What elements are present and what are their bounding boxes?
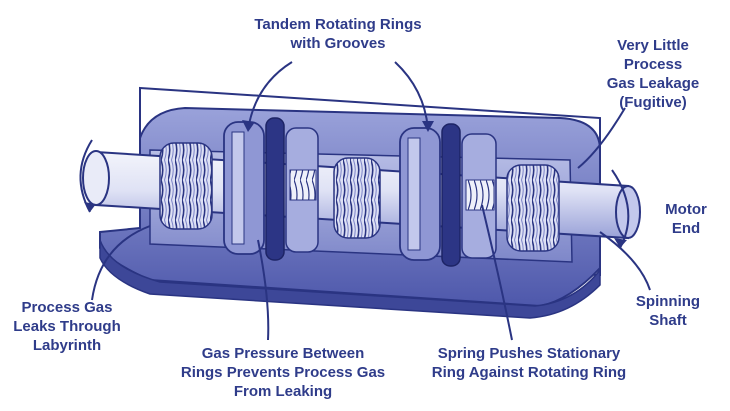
arrow-heads [84, 120, 627, 248]
gas-pressure-leader-line [257, 239, 270, 341]
labyrinth-coil-left [159, 142, 213, 230]
arrow-head-rotation-right [614, 238, 627, 248]
label-gas-pressure-between-rings: Gas Pressure Between Rings Prevents Proc… [180, 345, 386, 400]
spring-leader-line [481, 204, 513, 341]
seal-spring-right [465, 179, 495, 211]
ring-groove-face-left [231, 131, 245, 245]
rotating-ring-set-right [399, 123, 497, 267]
ring-groove-face-right [407, 137, 421, 251]
stationary-ring-left [265, 117, 285, 261]
arrow-head-rotation-left [84, 202, 96, 212]
seal-spring-left [289, 169, 317, 201]
arrow-head-tandem-right [422, 121, 434, 132]
label-motor-end: Motor End [665, 201, 707, 237]
stationary-ring-right [441, 123, 461, 267]
rotating-ring-set-left [223, 117, 319, 261]
labyrinth-leader-line [91, 225, 151, 301]
label-spinning-shaft: Spinning Shaft [635, 293, 701, 329]
housing-bottom-shell [99, 239, 601, 319]
labyrinth-coil-right [506, 164, 560, 252]
labyrinth-coils [159, 142, 560, 252]
label-spring-pushes-ring: Spring Pushes Stationary Ring Against Ro… [431, 345, 627, 381]
label-tandem-rotating-rings: Tandem Rotating Rings with Grooves [254, 16, 422, 52]
label-very-little-leakage: Very Little Process Gas Leakage (Fugitiv… [606, 37, 700, 111]
label-process-gas-labyrinth: Process Gas Leaks Through Labyrinth [13, 299, 121, 354]
spinning-shaft-leader-line [599, 231, 651, 291]
shaft-left-end [82, 150, 110, 206]
labyrinth-coil-center [333, 157, 381, 239]
leakage-leader-line [577, 107, 626, 169]
arrow-head-tandem-left [242, 120, 255, 132]
